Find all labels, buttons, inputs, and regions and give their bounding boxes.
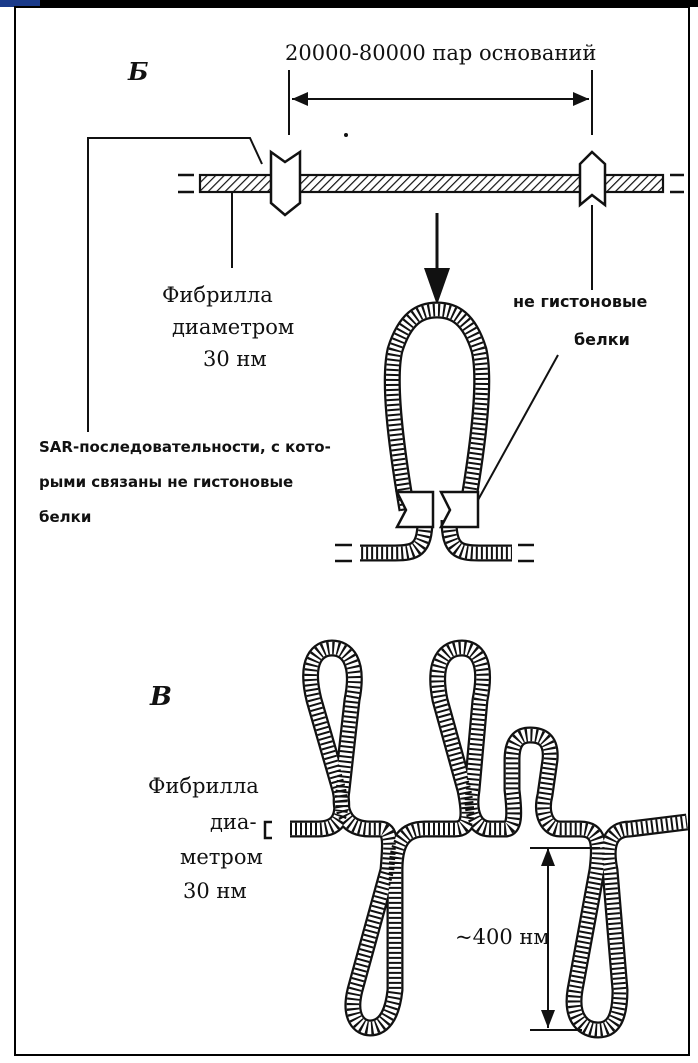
span-label: 20000-80000 пар оснований — [285, 41, 596, 65]
loop-base-proteins — [397, 492, 478, 527]
panel-v-letter: В — [149, 682, 172, 712]
fibril-label-b: Фибрилла диаметром 30 нм — [162, 283, 294, 371]
sar-label-line2: рыми связаны не гистоновые — [39, 473, 293, 491]
looped-fibril — [265, 648, 687, 1030]
nonhistone-label-line2: белки — [574, 330, 630, 349]
sar-label-line3: белки — [39, 508, 91, 526]
chromatin-loop — [392, 310, 482, 510]
loop-base-fibril — [335, 520, 534, 561]
loop-size-label: ~400 нм — [455, 925, 550, 949]
panel-v: В ~400 нм Фибрилла диа- ме — [148, 648, 687, 1030]
nonhistone-label: не гистоновые белки — [513, 292, 647, 349]
nonhistone-protein-right — [580, 152, 605, 205]
fibril-label-b-line2: диаметром — [172, 315, 294, 339]
panel-b: Б 20000-80000 пар оснований — [39, 41, 684, 561]
nonhistone-label-line1: не гистоновые — [513, 292, 647, 311]
fibril-label-v-line4: 30 нм — [183, 879, 247, 903]
span-dimension — [289, 70, 592, 137]
sar-label: SAR-последовательности, с кото- рыми свя… — [39, 438, 331, 526]
fibril-label-v-line2: диа- — [210, 810, 257, 834]
nonhistone-protein-left — [271, 152, 300, 215]
transition-arrow — [424, 213, 450, 305]
fibril-label-b-line3: 30 нм — [203, 347, 267, 371]
panel-b-letter: Б — [127, 57, 149, 86]
fibril-label-v-line3: метром — [180, 845, 263, 869]
fibril-label-v: Фибрилла диа- метром 30 нм — [148, 774, 263, 903]
sar-label-line1: SAR-последовательности, с кото- — [39, 438, 331, 456]
fibril-label-v-line1: Фибрилла — [148, 774, 259, 798]
fibril-label-b-line1: Фибрилла — [162, 283, 273, 307]
